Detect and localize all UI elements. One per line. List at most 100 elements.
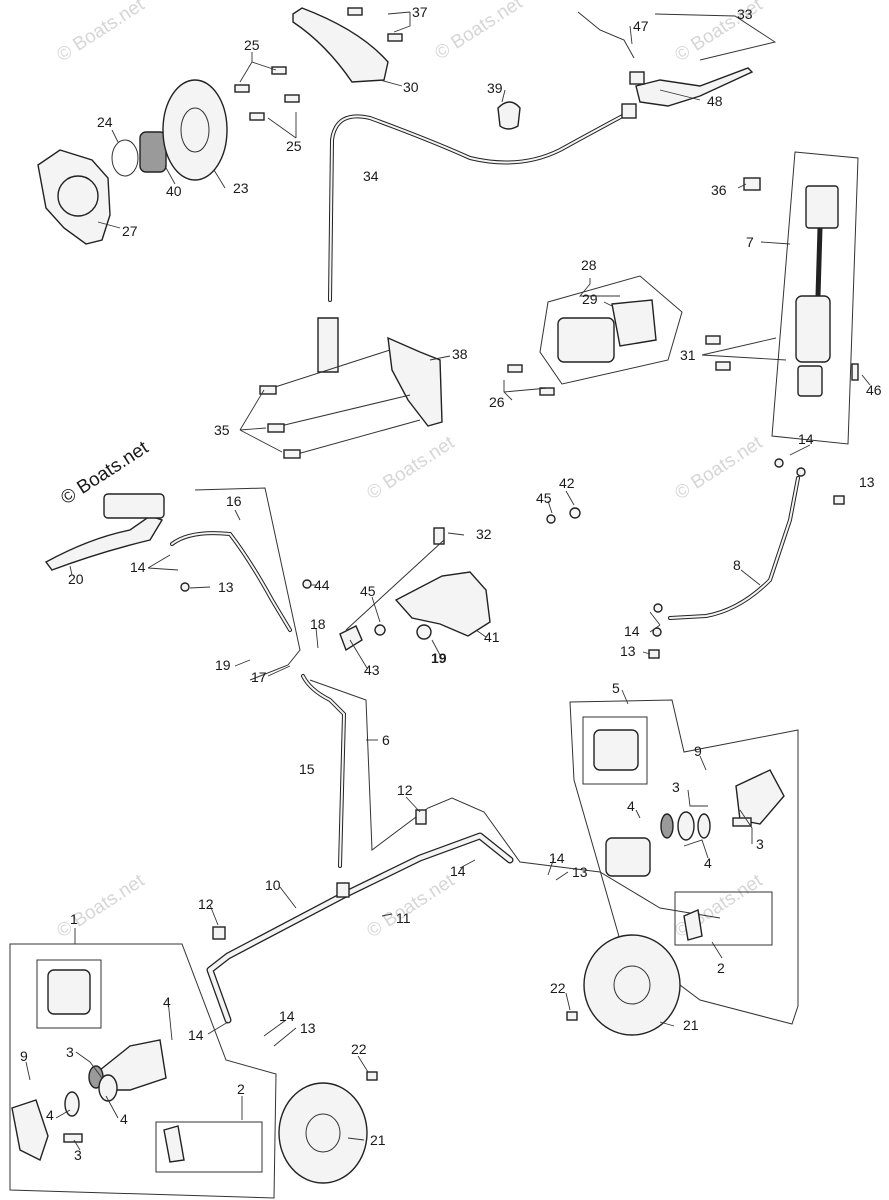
callout-19-bold: 19 xyxy=(431,650,447,666)
rear-caliper-group xyxy=(507,275,683,396)
callout-45: 45 xyxy=(536,490,552,506)
parking-lever-assembly xyxy=(577,11,754,107)
leader-lines xyxy=(25,11,871,1151)
tee-junction xyxy=(336,882,350,898)
piston-seal xyxy=(697,813,711,839)
screw xyxy=(715,361,731,371)
piston xyxy=(98,1074,118,1102)
front-master-lever-assembly xyxy=(44,487,301,681)
callout-40: 40 xyxy=(166,183,182,199)
callout-6: 6 xyxy=(382,732,390,748)
callout-14: 14 xyxy=(798,431,814,447)
center-hose-assembly xyxy=(206,674,721,1024)
watermark-text: © Boats.net xyxy=(53,0,149,66)
mount-bracket xyxy=(387,336,443,427)
washer xyxy=(774,458,784,468)
callout-31: 31 xyxy=(680,347,696,363)
watermark-text: © Boats.net xyxy=(363,432,459,504)
callout-14: 14 xyxy=(188,1027,204,1043)
disc-bolts xyxy=(234,66,300,121)
brake-pedal xyxy=(394,571,491,637)
front-disc-assembly xyxy=(37,66,300,245)
screw xyxy=(705,335,721,345)
callout-23: 23 xyxy=(233,180,249,196)
callout-13: 13 xyxy=(620,643,636,659)
watermark-text: © Boats.net xyxy=(671,432,767,504)
bolt-axis xyxy=(271,394,411,429)
cotter-pin xyxy=(302,579,312,589)
lever-switch xyxy=(629,71,645,85)
nut xyxy=(743,177,761,191)
callout-30: 30 xyxy=(403,79,419,95)
callout-46: 46 xyxy=(866,382,882,398)
group-frame xyxy=(309,679,721,919)
master-cylinder-group xyxy=(705,151,859,445)
callout-48: 48 xyxy=(707,93,723,109)
pin xyxy=(851,363,859,381)
inset-frame xyxy=(582,716,648,785)
callout-3: 3 xyxy=(74,1147,82,1163)
callout-14: 14 xyxy=(279,1008,295,1024)
callout-43: 43 xyxy=(364,662,380,678)
callout-34: 34 xyxy=(363,168,379,184)
washer xyxy=(569,507,581,519)
callout-20: 20 xyxy=(68,571,84,587)
washer xyxy=(652,627,662,637)
callout-4: 4 xyxy=(120,1111,128,1127)
callout-2: 2 xyxy=(237,1081,245,1097)
callout-9: 9 xyxy=(694,743,702,759)
bolt-axis xyxy=(289,419,421,457)
callout-25: 25 xyxy=(244,37,260,53)
callout-22: 22 xyxy=(550,980,566,996)
bolt xyxy=(507,364,523,373)
pad-kit-frame xyxy=(674,891,773,946)
callout-1: 1 xyxy=(70,911,78,927)
callout-9: 9 xyxy=(20,1048,28,1064)
callout-14: 14 xyxy=(549,850,565,866)
master-reservoir xyxy=(103,493,165,519)
bolt xyxy=(566,1011,578,1021)
callout-4: 4 xyxy=(46,1107,54,1123)
callout-10: 10 xyxy=(265,877,281,893)
callout-28: 28 xyxy=(581,257,597,273)
callout-2: 2 xyxy=(717,960,725,976)
callout-13: 13 xyxy=(218,579,234,595)
bolt xyxy=(259,385,277,395)
callout-11: 11 xyxy=(396,910,411,926)
callout-7: 7 xyxy=(746,234,754,250)
callout-22: 22 xyxy=(351,1041,367,1057)
callout-18: 18 xyxy=(310,616,326,632)
callout-13: 13 xyxy=(300,1020,316,1036)
watermark-text: © Boats.net xyxy=(671,870,767,942)
bolt xyxy=(234,84,250,93)
brake-disc-center xyxy=(180,107,210,153)
callout-14: 14 xyxy=(450,863,466,879)
bolt-axis xyxy=(271,349,391,389)
callout-labels: 37 33 47 25 30 39 48 24 25 40 23 27 34 3… xyxy=(20,4,882,1163)
group-frame xyxy=(539,275,683,385)
callout-3: 3 xyxy=(66,1044,74,1060)
reservoir-hose xyxy=(815,227,823,297)
rear-disc-center xyxy=(613,965,651,1005)
caliper-bracket xyxy=(735,769,785,825)
guard-screw xyxy=(387,33,403,42)
group-frame xyxy=(9,943,277,1199)
callout-24: 24 xyxy=(97,114,113,130)
callout-13: 13 xyxy=(572,864,588,880)
caliper xyxy=(557,317,615,363)
washer xyxy=(416,624,432,640)
brake-pedal-assembly xyxy=(302,507,581,652)
cable-end-fitting xyxy=(317,317,339,373)
disc-guard xyxy=(292,7,389,83)
pivot-bolt xyxy=(339,625,363,652)
switch-wire xyxy=(577,11,635,59)
reservoir xyxy=(805,185,839,229)
caliper-preview xyxy=(593,729,639,771)
caliper-preview xyxy=(47,969,91,1015)
callout-12: 12 xyxy=(198,896,214,912)
callout-16: 16 xyxy=(226,493,242,509)
callout-17: 17 xyxy=(251,669,267,685)
callout-41: 41 xyxy=(484,629,500,645)
callout-3: 3 xyxy=(672,779,680,795)
